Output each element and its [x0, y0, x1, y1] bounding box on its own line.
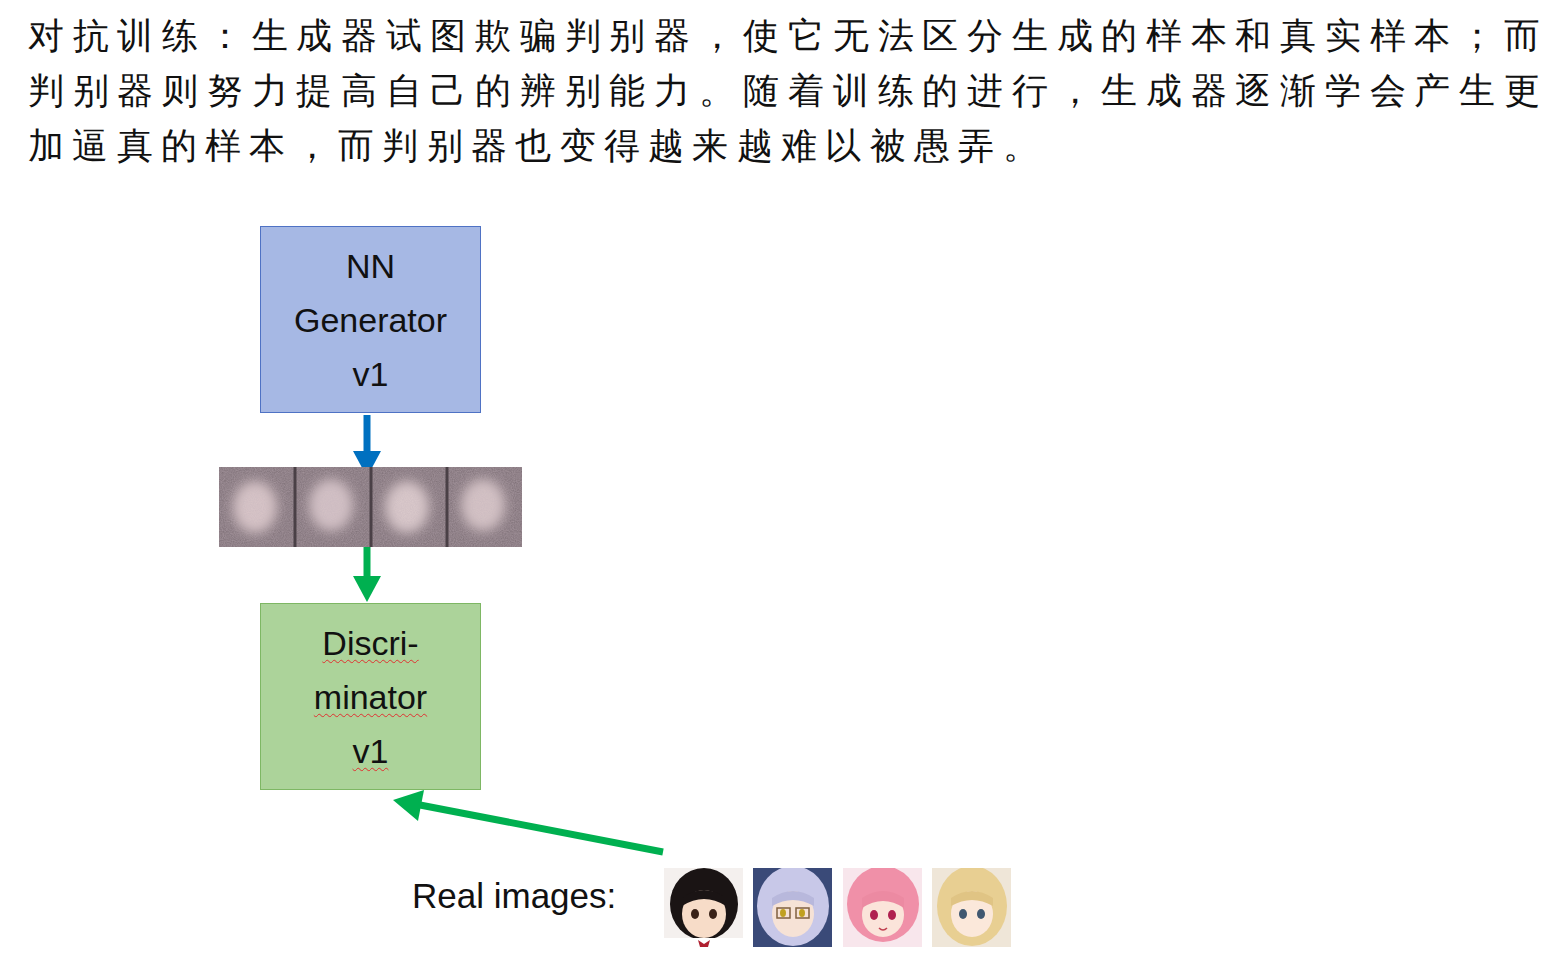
generated-images: [219, 467, 522, 547]
generator-box: NN Generator v1: [260, 226, 481, 413]
real-image-arrow: [393, 790, 663, 852]
arrow-head: [353, 576, 381, 602]
real-images-label: Real images:: [412, 874, 616, 918]
arrow-shaft: [364, 544, 371, 581]
node-label: Discri- minator v1: [301, 616, 441, 778]
discriminator-box: Discri- minator v1: [260, 603, 481, 790]
real-anime-faces: [664, 868, 1012, 948]
arrow-shaft: [364, 415, 371, 453]
description-paragraph: 对抗训练：生成器试图欺骗判别器，使它无法区分生成的样本和真实样本；而判别器则努力…: [28, 8, 1548, 173]
node-label: NN Generator v1: [281, 239, 461, 401]
